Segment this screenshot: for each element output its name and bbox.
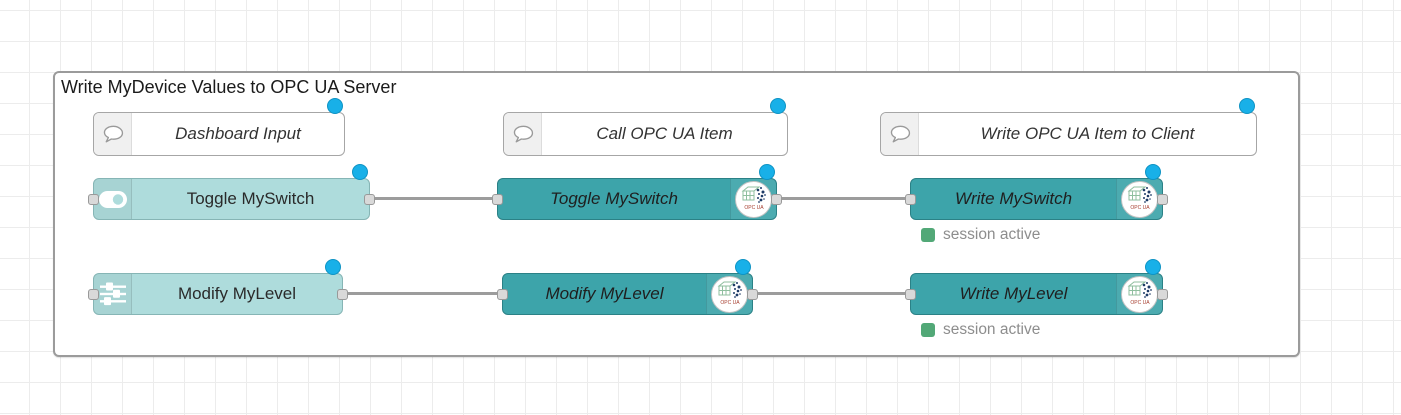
comment-label: Dashboard Input: [175, 124, 301, 143]
opcua-badge-icon: OPC UA: [706, 274, 752, 314]
wire-modify-ui-to-opc[interactable]: [346, 292, 504, 295]
opcua-badge-icon: OPC UA: [1116, 179, 1162, 219]
node-label: Modify MyLevel: [545, 284, 664, 303]
svg-text:OPC UA: OPC UA: [1130, 300, 1150, 306]
opcua-badge-icon: OPC UA: [1116, 274, 1162, 314]
changed-indicator-icon: [1145, 164, 1161, 180]
node-label: Write MyLevel: [959, 284, 1068, 303]
output-port[interactable]: [747, 289, 758, 300]
status-write-mylevel: session active: [921, 321, 1040, 339]
node-label: Write MySwitch: [954, 189, 1073, 208]
node-write-mylevel[interactable]: Write MyLevel OPC UA: [905, 273, 1168, 315]
node-modify-mylevel-ui[interactable]: Modify MyLevel: [88, 273, 348, 315]
node-label: Toggle MySwitch: [550, 189, 678, 208]
svg-text:OPC UA: OPC UA: [744, 205, 764, 211]
output-port[interactable]: [364, 194, 375, 205]
comment-call-opcua-item[interactable]: Call OPC UA Item: [503, 112, 788, 156]
comment-bubble-icon: [504, 113, 542, 155]
node-write-myswitch[interactable]: Write MySwitch OPC UA: [905, 178, 1168, 220]
node-label: Toggle MySwitch: [186, 189, 315, 208]
comment-bubble-icon: [881, 113, 919, 155]
toggle-switch-icon: [94, 179, 132, 219]
input-port[interactable]: [905, 194, 916, 205]
input-port[interactable]: [88, 194, 99, 205]
svg-text:OPC UA: OPC UA: [720, 300, 740, 306]
changed-indicator-icon: [770, 98, 786, 114]
comment-write-opcua-item-to-client[interactable]: Write OPC UA Item to Client: [880, 112, 1257, 156]
comment-label: Call OPC UA Item: [596, 124, 733, 143]
svg-text:OPC UA: OPC UA: [1130, 205, 1150, 211]
comment-bubble-icon: [94, 113, 132, 155]
changed-indicator-icon: [1145, 259, 1161, 275]
input-port[interactable]: [88, 289, 99, 300]
input-port[interactable]: [497, 289, 508, 300]
status-dot-icon: [921, 228, 935, 242]
output-port[interactable]: [771, 194, 782, 205]
comment-label: Write OPC UA Item to Client: [980, 124, 1195, 143]
status-dot-icon: [921, 323, 935, 337]
output-port[interactable]: [1157, 289, 1168, 300]
changed-indicator-icon: [325, 259, 341, 275]
comment-dashboard-input[interactable]: Dashboard Input: [93, 112, 345, 156]
output-port[interactable]: [337, 289, 348, 300]
node-toggle-myswitch-opcua[interactable]: Toggle MySwitch OPC UA: [492, 178, 782, 220]
group-title: Write MyDevice Values to OPC UA Server: [61, 77, 397, 97]
sliders-icon: [94, 274, 132, 314]
changed-indicator-icon: [759, 164, 775, 180]
input-port[interactable]: [492, 194, 503, 205]
status-text: session active: [943, 321, 1041, 338]
changed-indicator-icon: [735, 259, 751, 275]
node-toggle-myswitch-ui[interactable]: Toggle MySwitch: [88, 178, 375, 220]
wire-modify-opc-to-write[interactable]: [757, 292, 907, 295]
changed-indicator-icon: [327, 98, 343, 114]
changed-indicator-icon: [352, 164, 368, 180]
opcua-badge-icon: OPC UA: [730, 179, 776, 219]
input-port[interactable]: [905, 289, 916, 300]
status-write-myswitch: session active: [921, 226, 1040, 244]
status-text: session active: [943, 226, 1041, 243]
wire-toggle-ui-to-opc[interactable]: [373, 197, 499, 200]
node-label: Modify MyLevel: [177, 284, 297, 303]
output-port[interactable]: [1157, 194, 1168, 205]
wire-toggle-opc-to-write[interactable]: [781, 197, 907, 200]
node-modify-mylevel-opcua[interactable]: Modify MyLevel OPC UA: [497, 273, 758, 315]
changed-indicator-icon: [1239, 98, 1255, 114]
